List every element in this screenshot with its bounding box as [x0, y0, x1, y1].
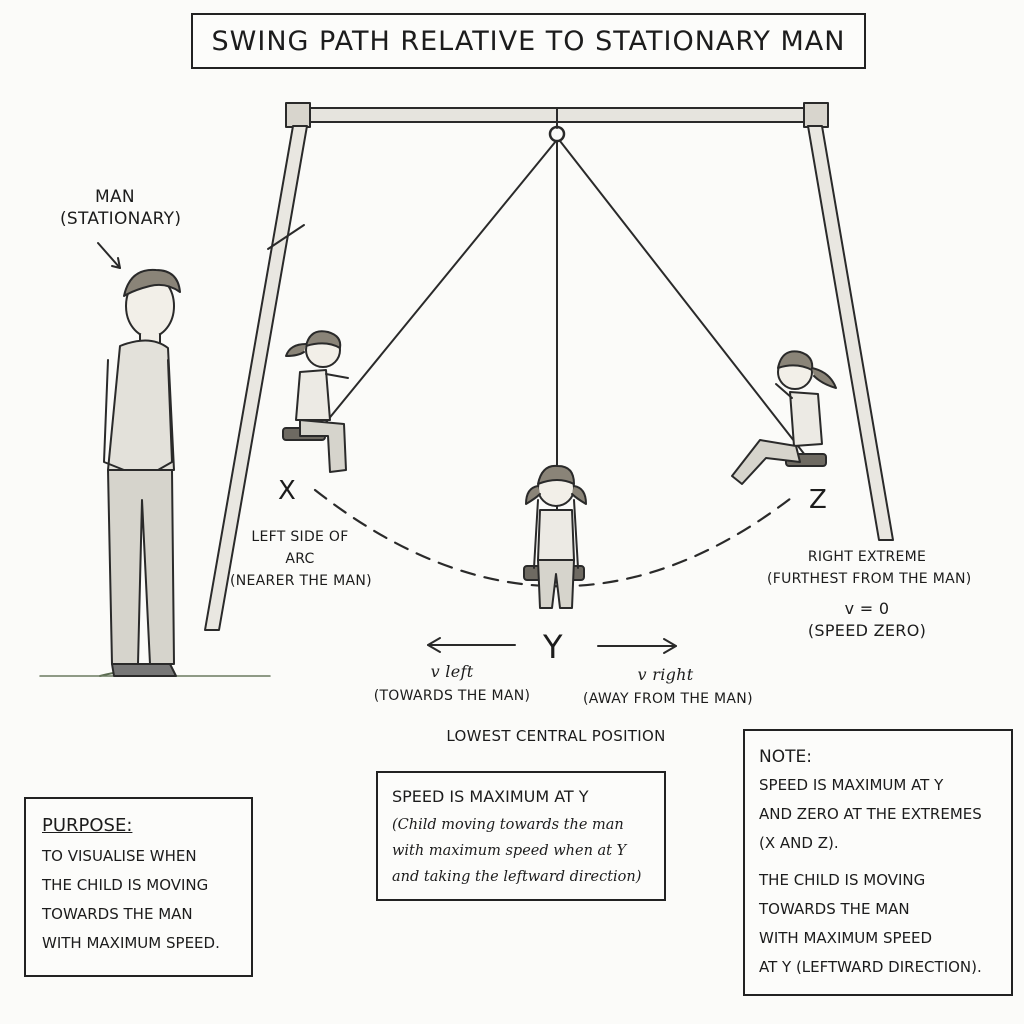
right-extreme-label: RIGHT EXTREME (FURTHEST FROM THE MAN) v … — [767, 546, 972, 642]
child-at-x — [282, 330, 349, 473]
speed-line: (Child moving towards the man — [392, 817, 624, 833]
note-line: WITH MAXIMUM SPEED — [759, 929, 933, 947]
right-label-line: RIGHT EXTREME — [807, 549, 927, 565]
note-box: NOTE: SPEED IS MAXIMUM AT Y AND ZERO AT … — [743, 729, 1013, 996]
child-at-y — [523, 464, 587, 609]
v-left-label: v left (TOWARDS THE MAN) — [372, 660, 532, 708]
v-left-desc: (TOWARDS THE MAN) — [373, 688, 531, 704]
purpose-line: THE CHILD IS MOVING — [42, 876, 209, 894]
speed-heading: SPEED IS MAXIMUM AT Y — [392, 787, 589, 806]
child-at-z — [731, 350, 837, 485]
left-arc-label-line: LEFT SIDE OF — [251, 529, 349, 545]
man-figure — [39, 268, 271, 677]
left-arc-label: LEFT SIDE OF ARC (NEARER THE MAN) — [230, 526, 372, 592]
note-heading: NOTE: — [759, 747, 812, 767]
page-title: SWING PATH RELATIVE TO STATIONARY MAN — [211, 25, 846, 57]
purpose-line: WITH MAXIMUM SPEED. — [42, 934, 220, 952]
speed-line: with maximum speed when at Y — [392, 843, 627, 859]
speed-line: and taking the leftward direction) — [392, 869, 642, 885]
note-line: TOWARDS THE MAN — [759, 900, 910, 918]
purpose-line: TO VISUALISE WHEN — [42, 847, 197, 865]
man-label-line: MAN — [95, 187, 135, 207]
title-box: SWING PATH RELATIVE TO STATIONARY MAN — [191, 13, 866, 69]
v-left-symbol: v left — [430, 662, 474, 681]
swing-frame — [204, 102, 894, 631]
note-line: SPEED IS MAXIMUM AT Y — [759, 776, 944, 794]
speed-box: SPEED IS MAXIMUM AT Y (Child moving towa… — [376, 771, 666, 901]
man-label-line: (STATIONARY) — [60, 209, 182, 229]
point-y-label: Y — [543, 628, 563, 666]
man-label: MAN (STATIONARY) — [60, 186, 182, 230]
swing-ropes — [317, 140, 806, 516]
note-line — [759, 858, 997, 866]
point-x-label: X — [278, 476, 297, 506]
note-line: AND ZERO AT THE EXTREMES — [759, 805, 982, 823]
note-line: THE CHILD IS MOVING — [759, 871, 926, 889]
note-line: (X AND Z). — [759, 834, 839, 852]
lowest-position-label: LOWEST CENTRAL POSITION — [446, 727, 666, 745]
v-right-label: v right (AWAY FROM THE MAN) — [583, 663, 753, 711]
purpose-box: PURPOSE: TO VISUALISE WHEN THE CHILD IS … — [24, 797, 253, 977]
purpose-line: TOWARDS THE MAN — [42, 905, 193, 923]
purpose-heading: PURPOSE: — [42, 815, 133, 836]
v-right-symbol: v right — [637, 665, 694, 684]
left-arc-label-line: (NEARER THE MAN) — [230, 573, 372, 589]
right-label-line: (FURTHEST FROM THE MAN) — [767, 571, 972, 587]
note-line: AT Y (LEFTWARD DIRECTION). — [759, 958, 982, 976]
swing-arc-path — [313, 488, 797, 588]
right-label-line: v = 0 — [844, 599, 890, 618]
arrows — [97, 224, 677, 654]
left-arc-label-line: ARC — [285, 551, 315, 567]
right-label-line: (SPEED ZERO) — [807, 621, 927, 640]
point-z-label: Z — [809, 485, 828, 515]
v-right-desc: (AWAY FROM THE MAN) — [583, 691, 753, 707]
